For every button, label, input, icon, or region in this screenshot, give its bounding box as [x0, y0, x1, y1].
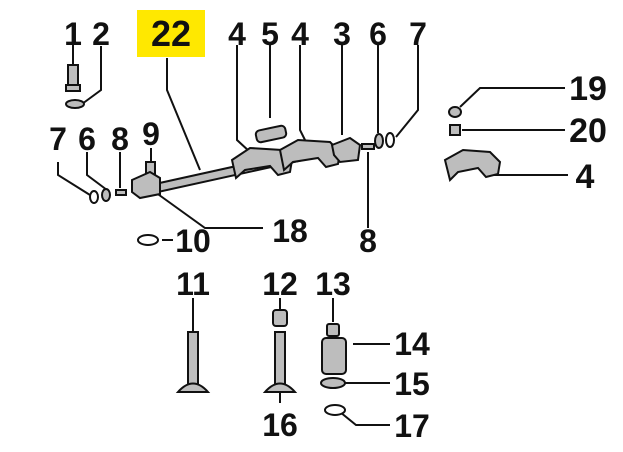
callout-16: 16	[262, 407, 298, 443]
washer-part-6a	[374, 133, 384, 149]
callout-1: 1	[64, 16, 82, 52]
callout-18: 18	[272, 213, 308, 249]
leader-17	[339, 411, 390, 426]
washer-part-2	[65, 99, 85, 109]
callout-15: 15	[394, 366, 430, 402]
highlight-box-22	[137, 10, 205, 57]
callout-3: 3	[333, 16, 351, 52]
leader-6b	[86, 152, 108, 191]
leader-18	[154, 191, 263, 229]
callout-9: 9	[142, 116, 160, 152]
rocker-arm-part-4a	[230, 146, 294, 180]
keeper-part-12	[272, 309, 288, 327]
callout-6b: 6	[78, 121, 96, 157]
ring-part-7a	[385, 132, 395, 148]
nut-part-19	[448, 106, 462, 118]
cap-part-13	[326, 323, 340, 337]
callout-2: 2	[92, 16, 110, 52]
leader-2	[81, 46, 102, 105]
callout-7b: 7	[49, 121, 67, 157]
leader-lines	[57, 45, 568, 426]
callout-11: 11	[176, 266, 210, 302]
leader-7a	[395, 45, 419, 138]
rocker-arm-part-4b	[278, 138, 342, 172]
leader-19	[459, 87, 565, 108]
leader-4a	[236, 45, 251, 153]
callout-8a: 8	[111, 121, 129, 157]
bolt-part-1	[65, 64, 81, 92]
leader-7b	[57, 162, 91, 196]
callout-17: 17	[394, 408, 430, 444]
callout-4b: 4	[291, 16, 309, 52]
washer-part-6b	[101, 188, 111, 202]
callout-10: 10	[175, 223, 211, 259]
callout-22: 22	[151, 13, 191, 54]
callout-12: 12	[262, 266, 298, 302]
screw-part-20	[449, 124, 461, 136]
callout-4c: 4	[576, 158, 595, 196]
leader-4b	[299, 45, 306, 141]
callout-7a: 7	[409, 16, 427, 52]
seat-part-15	[320, 377, 346, 389]
parts-group	[65, 64, 502, 416]
ring-part-17	[324, 404, 346, 416]
washer-part-10	[137, 234, 159, 246]
ring-part-7b	[89, 190, 99, 204]
valve-spring-part-14	[321, 337, 347, 375]
leader-22	[166, 58, 201, 171]
rocker-arm-part-4c	[443, 148, 502, 182]
callout-labels: 1 2 22 4 5 4 3 6 7 19 20 4 7 6 8 9 10 18…	[49, 13, 607, 444]
callout-4a: 4	[228, 16, 246, 52]
pin-part-8a	[115, 189, 127, 196]
callout-19: 19	[569, 70, 607, 108]
pin-part-8b	[361, 143, 375, 150]
callout-14: 14	[394, 326, 430, 362]
bracket-part-3	[330, 136, 362, 164]
valve-part-16	[262, 331, 298, 393]
callout-5: 5	[261, 16, 279, 52]
callout-13: 13	[315, 266, 351, 302]
callout-20: 20	[569, 112, 607, 150]
callout-6a: 6	[369, 16, 387, 52]
support-part-18	[131, 170, 161, 200]
spring-part-5	[254, 124, 288, 144]
callout-8b: 8	[359, 223, 377, 259]
valve-part-11	[175, 331, 211, 393]
